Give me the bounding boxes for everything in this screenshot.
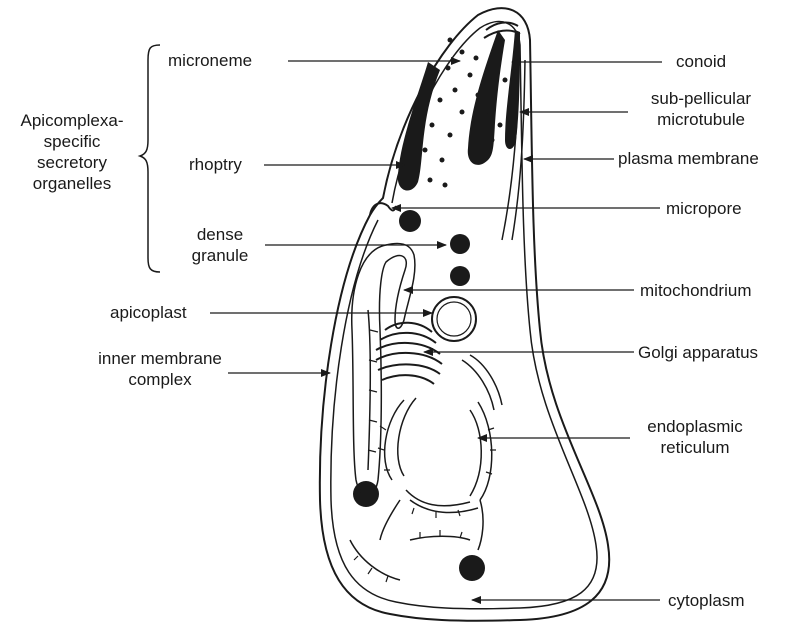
group-label-line: secretory: [2, 152, 142, 173]
golgi-stack: [376, 323, 442, 384]
label-line: granule: [180, 245, 260, 266]
label-line: inner membrane: [90, 348, 230, 369]
label-line: dense: [180, 224, 260, 245]
endoplasmic-reticulum-shape: [350, 355, 502, 580]
label-dense-granule: dense granule: [180, 224, 260, 266]
group-label-line: specific: [2, 131, 142, 152]
label-cytoplasm: cytoplasm: [668, 590, 745, 611]
group-label-apicomplexa: Apicomplexa- specific secretory organell…: [2, 110, 142, 194]
group-label-line: Apicomplexa-: [2, 110, 142, 131]
label-rhoptry: rhoptry: [189, 154, 242, 175]
group-label-line: organelles: [2, 173, 142, 194]
label-line: microtubule: [636, 109, 766, 130]
label-conoid: conoid: [676, 51, 726, 72]
label-line: complex: [90, 369, 230, 390]
label-microneme: microneme: [168, 50, 252, 71]
label-endoplasmic-reticulum: endoplasmic reticulum: [640, 416, 750, 458]
group-bracket: [140, 45, 160, 272]
label-inner-membrane-complex: inner membrane complex: [90, 348, 230, 390]
label-plasma-membrane: plasma membrane: [618, 148, 759, 169]
rhoptry-shape: [468, 30, 505, 165]
label-line: endoplasmic: [640, 416, 750, 437]
label-line: reticulum: [640, 437, 750, 458]
label-subpellicular-microtubule: sub-pellicular microtubule: [636, 88, 766, 130]
label-micropore: micropore: [666, 198, 742, 219]
label-line: sub-pellicular: [636, 88, 766, 109]
dense-granules: [353, 210, 485, 581]
mitochondrium-shape: [352, 243, 415, 495]
apicoplast-shape: [432, 297, 476, 341]
inner-membrane-line: [331, 22, 597, 609]
cell-outer-membrane: [320, 8, 609, 621]
label-apicoplast: apicoplast: [110, 302, 187, 323]
label-golgi-apparatus: Golgi apparatus: [638, 342, 758, 363]
label-mitochondrium: mitochondrium: [640, 280, 752, 301]
